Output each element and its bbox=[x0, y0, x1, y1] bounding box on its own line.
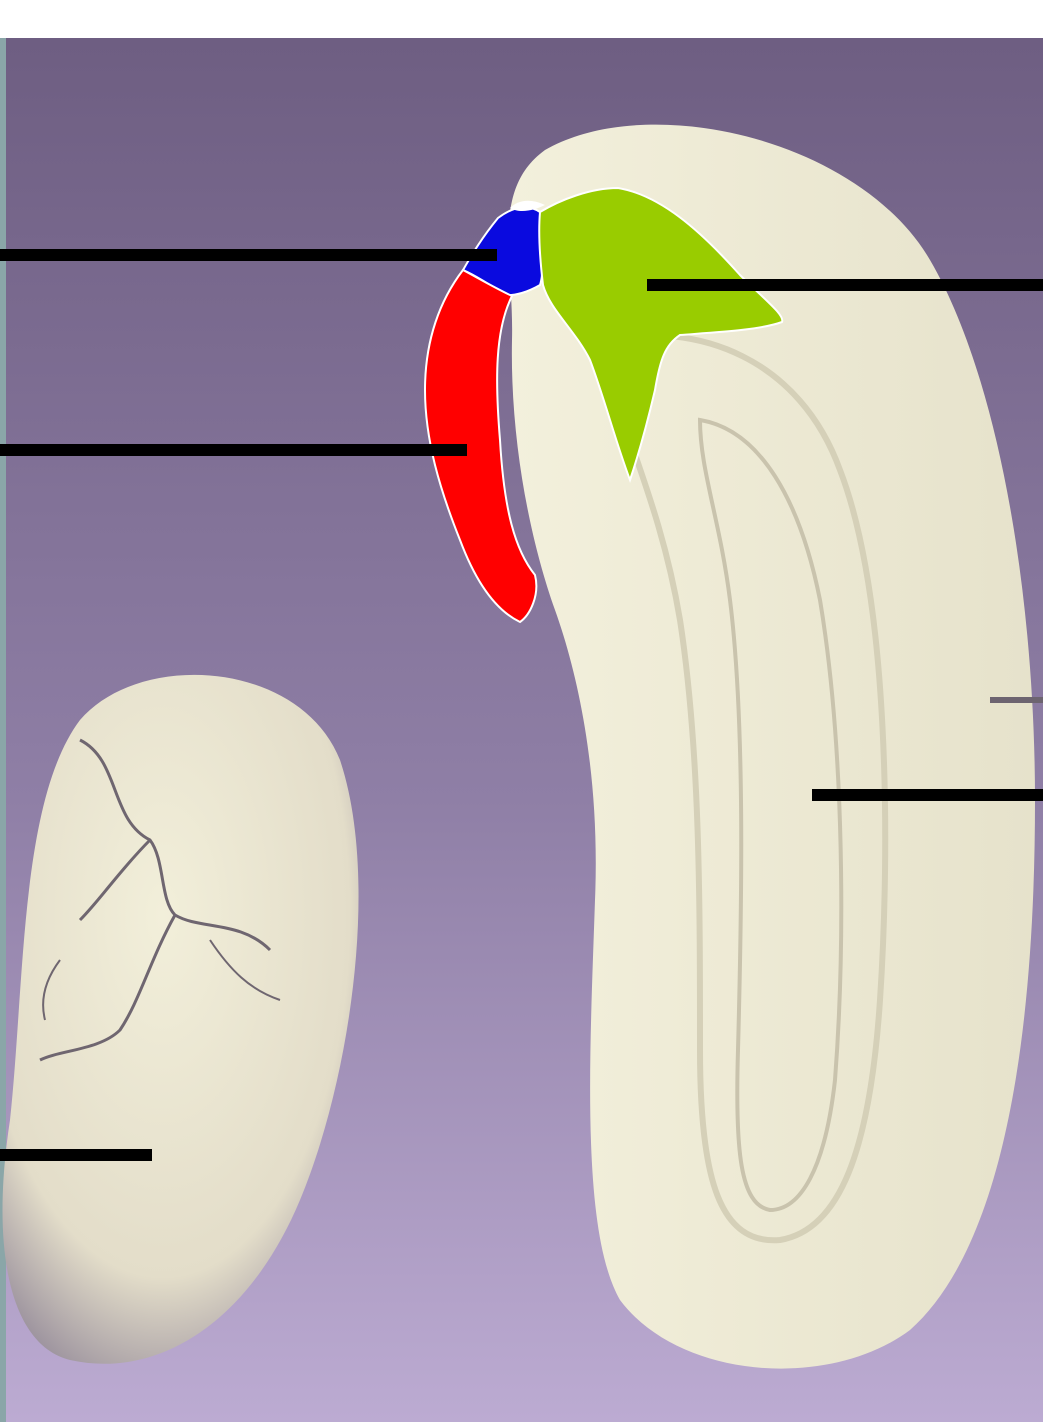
background-top-strip bbox=[0, 0, 1043, 40]
leader-line-green bbox=[647, 279, 1043, 291]
leader-line-blue bbox=[0, 249, 497, 261]
leader-line-red bbox=[0, 444, 467, 456]
edge-mark bbox=[990, 697, 1043, 703]
leader-line-cotyledon bbox=[812, 789, 1043, 801]
leader-line-whole-seed bbox=[0, 1149, 152, 1161]
